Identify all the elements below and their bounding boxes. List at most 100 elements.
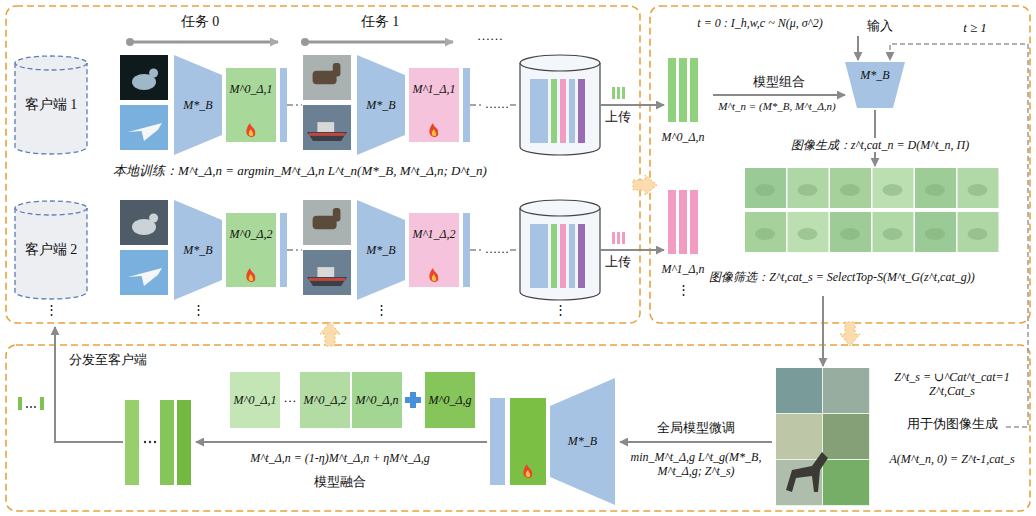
image-content (840, 228, 860, 240)
flame-inner (249, 274, 254, 281)
upload-icon-bar (622, 232, 625, 244)
stored-module-bar (551, 79, 557, 143)
client-database: 客户端 2 (14, 200, 88, 300)
flame-icon (523, 464, 532, 478)
generated-image (873, 212, 914, 252)
annotation: Z^t_s = ∪^Cat^t_cat=1 Z^t,Cat_s (884, 370, 1020, 399)
flame-icon (246, 268, 255, 282)
thin-layer-bar (463, 68, 470, 142)
thin-layer-bar (280, 213, 287, 287)
annotation-text: M^t_n = (M*_B, M^t_Δ,n) (718, 100, 836, 112)
encoder-trapezoid: M*_B (357, 55, 405, 155)
image-content (840, 184, 860, 196)
node-label: M^0_Δ,2 (229, 227, 272, 241)
annotation: A(M^t_n, 0) = Z^t-1,cat_s (884, 452, 1020, 466)
stored-module-bar (530, 79, 548, 143)
annotation-text: ⋮ (45, 302, 58, 317)
stored-module-bar (530, 224, 548, 288)
annotation: 全局模型微调 (657, 420, 735, 436)
node-shape (226, 68, 276, 142)
image-content (798, 228, 818, 240)
annotation: 模型融合 (314, 474, 366, 490)
dash-dot-line (287, 249, 302, 251)
annotation: min_M^t_Δ,g L^t_g(M*_B, M^t_Δ,g; Z^t_s) (621, 450, 771, 479)
annotation: 输入 (867, 18, 893, 34)
flame-inner (432, 274, 437, 281)
tuned-module-block (510, 398, 546, 485)
annotation-text: … (284, 390, 297, 405)
module-bar (679, 58, 687, 122)
annotation: M^t_Δ,n = (1-η)M^t_Δ,n + ηM^t_Δ,g (250, 451, 429, 465)
timeline-arrow (130, 41, 278, 44)
module-shape (226, 213, 276, 287)
icon-dot (30, 406, 32, 408)
edge-label: 模型组合 (753, 74, 805, 90)
distribute-arrow (55, 327, 123, 442)
module-shape (352, 372, 402, 428)
annotation-text: ⋮ (677, 282, 690, 297)
image-content (128, 268, 162, 286)
annotation-text: …… (485, 242, 509, 256)
generated-image (958, 212, 999, 252)
module-block: M^0_Δ,n (352, 372, 402, 428)
image-content (317, 267, 334, 277)
thin-layer-bar (280, 68, 287, 142)
node-shape (226, 213, 276, 287)
flame-icon (429, 268, 438, 282)
encoder-shape (357, 55, 405, 155)
annotation: …… (485, 97, 509, 111)
annotation-text: 任务 0 (181, 14, 220, 29)
image-content (883, 228, 903, 240)
flame-icon (246, 123, 255, 137)
annotation: 图像生成：z^t,cat_n = D(M^t_n, Π) (789, 138, 972, 152)
annotation-text: A(M^t_n, 0) = Z^t-1,cat_s (889, 452, 1014, 466)
module-block: M^0_Δ,2 (300, 372, 350, 428)
cylinder-top (15, 56, 87, 70)
encoder-shape (357, 200, 405, 300)
fused-module-bar (177, 400, 191, 485)
annotation-text: 模型融合 (314, 474, 366, 489)
icon-dot (26, 406, 28, 408)
flow-block-arrow (840, 322, 860, 346)
stored-module-bar (578, 224, 585, 288)
generated-image (788, 212, 829, 252)
module-bar (690, 190, 698, 254)
flame-icon (429, 123, 438, 137)
flame-inner (526, 470, 531, 477)
image-content (149, 214, 158, 223)
encoder-shape (174, 55, 222, 155)
dash-dot-line (470, 104, 484, 106)
image-content (755, 184, 775, 196)
node-label: M*_B (183, 243, 212, 257)
edge-label-text: 模型组合 (753, 74, 805, 89)
decoder-shape (845, 62, 905, 108)
flame-outer (429, 268, 438, 282)
stored-module-bar (578, 79, 585, 143)
image-content (925, 228, 945, 240)
annotation-text: 任务 1 (361, 14, 400, 29)
node-shape (409, 213, 459, 287)
annotation-text: 图像筛选：Z^t,cat_s = SelectTop-S(M^t_G(z^t,c… (709, 270, 974, 284)
node-label: M^1_Δ,1 (412, 82, 455, 96)
dashed-panel (6, 6, 640, 323)
ellipsis-dot (149, 441, 151, 443)
sample-image (303, 55, 351, 100)
annotation-text: t = 0 : I_h,w,c ~ N(μ, σ^2) (697, 16, 822, 30)
encoder-shape (550, 378, 615, 505)
node-label: 客户端 1 (25, 97, 78, 114)
node-shape (409, 68, 459, 142)
icon-bar (40, 397, 44, 410)
node-label: M*_B (183, 98, 212, 112)
encoder-trapezoid: M*_B (550, 378, 615, 505)
annotation: ⋮ (677, 282, 690, 298)
annotation: ⋮ (375, 302, 388, 318)
stored-module-bar (560, 79, 566, 143)
annotation-text: …… (477, 28, 503, 43)
cylinder-body (15, 63, 87, 154)
storage-cylinder-top (520, 55, 600, 71)
annotation-text: Z^t_s = ∪^Cat^t_cat=1 Z^t,Cat_s (894, 370, 1009, 398)
dashed-panel (650, 6, 1030, 323)
encoder-trapezoid: M*_B (357, 200, 405, 300)
module-shape (230, 372, 280, 428)
